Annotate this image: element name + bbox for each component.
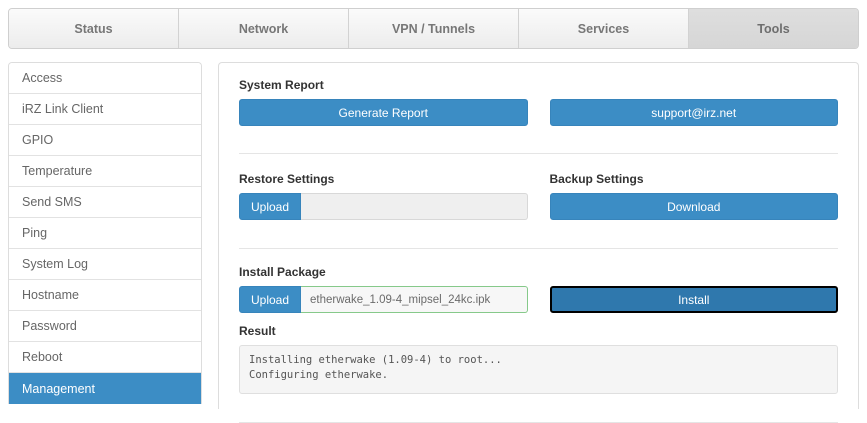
backup-download-button[interactable]: Download (549, 193, 838, 220)
restore-backup-row: Restore Settings Upload Backup Settings … (239, 172, 838, 220)
content-panel: System Report Generate Report support@ir… (218, 62, 859, 423)
section-divider-1 (239, 153, 838, 154)
sidebar-item-system-log[interactable]: System Log (9, 249, 201, 280)
install-package-row: Upload etherwake_1.09-4_mipsel_24kc.ipk … (239, 286, 838, 313)
sidebar-item-label: System Log (22, 257, 89, 271)
result-output: Installing etherwake (1.09-4) to root...… (239, 345, 838, 394)
install-button[interactable]: Install (549, 286, 838, 313)
system-report-label: System Report (239, 78, 324, 92)
tab-label: Status (74, 21, 113, 36)
tab-label: Tools (757, 21, 790, 36)
sidebar-item-label: Reboot (22, 350, 63, 364)
backup-settings-label: Backup Settings (549, 172, 644, 186)
sidebar-item-ping[interactable]: Ping (9, 218, 201, 249)
install-file-col: Upload etherwake_1.09-4_mipsel_24kc.ipk (239, 286, 528, 313)
install-button-col: Install (549, 286, 838, 313)
sidebar-item-gpio[interactable]: GPIO (9, 125, 201, 156)
generate-report-button[interactable]: Generate Report (239, 99, 528, 126)
sidebar-item-label: Ping (22, 226, 48, 240)
restore-file-input[interactable] (301, 193, 528, 220)
sidebar-item-reboot[interactable]: Reboot (9, 342, 201, 373)
install-file-input[interactable]: etherwake_1.09-4_mipsel_24kc.ipk (301, 286, 528, 313)
sidebar-item-label: iRZ Link Client (22, 102, 104, 116)
sidebar-item-label: GPIO (22, 133, 54, 147)
sidebar-item-label: Password (22, 319, 77, 333)
restore-settings-label: Restore Settings (239, 172, 335, 186)
tab-tools[interactable]: Tools (689, 9, 858, 48)
tab-label: VPN / Tunnels (391, 21, 476, 36)
sidebar-item-label: Hostname (22, 288, 79, 302)
sidebar-item-label: Access (22, 71, 63, 85)
sidebar-item-access[interactable]: Access (9, 63, 201, 94)
sidebar-item-password[interactable]: Password (9, 311, 201, 342)
sidebar-item-label: Temperature (22, 164, 93, 178)
restore-upload-button[interactable]: Upload (239, 193, 302, 220)
result-label: Result (239, 324, 276, 338)
sidebar-item-label: Send SMS (22, 195, 82, 209)
sidebar-item-hostname[interactable]: Hostname (9, 280, 201, 311)
restore-file-control: Upload (239, 193, 528, 220)
sidebar-item-irz-link-client[interactable]: iRZ Link Client (9, 94, 201, 125)
tab-label: Services (577, 21, 630, 36)
backup-settings-col: Backup Settings Download (549, 172, 838, 220)
support-email-button[interactable]: support@irz.net (549, 99, 838, 126)
tab-status[interactable]: Status (9, 9, 179, 48)
sidebar-item-label: Management (22, 381, 95, 396)
tab-network[interactable]: Network (179, 9, 349, 48)
install-upload-button[interactable]: Upload (239, 286, 302, 313)
system-report-support-col: support@irz.net (549, 99, 838, 126)
system-report-row: Generate Report support@irz.net (239, 99, 838, 126)
tab-services[interactable]: Services (519, 9, 689, 48)
tab-vpn-tunnels[interactable]: VPN / Tunnels (349, 9, 519, 48)
main-tabbar: Status Network VPN / Tunnels Services To… (8, 8, 859, 49)
sidebar-item-send-sms[interactable]: Send SMS (9, 187, 201, 218)
install-package-label: Install Package (239, 265, 326, 279)
install-file-control: Upload etherwake_1.09-4_mipsel_24kc.ipk (239, 286, 528, 313)
system-report-generate-col: Generate Report (239, 99, 528, 126)
restore-settings-col: Restore Settings Upload (239, 172, 528, 220)
sidebar-item-management[interactable]: Management (9, 373, 201, 404)
sidebar-item-temperature[interactable]: Temperature (9, 156, 201, 187)
section-divider-2 (239, 248, 838, 249)
sidebar-nav: Access iRZ Link Client GPIO Temperature … (8, 62, 202, 404)
tab-label: Network (238, 21, 289, 36)
